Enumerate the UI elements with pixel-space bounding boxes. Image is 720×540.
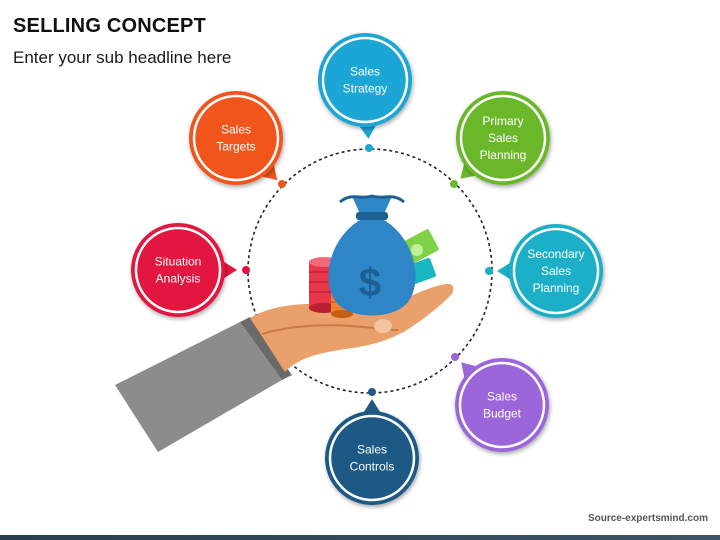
connector-dot [242, 266, 250, 274]
node-inner-ring [192, 94, 280, 182]
node-label-line: Targets [216, 140, 255, 154]
node-inner-ring [321, 36, 409, 124]
node-label-line: Strategy [343, 82, 388, 96]
connector-dot [365, 144, 373, 152]
connector-dot [278, 180, 286, 188]
connector-dot [451, 353, 459, 361]
source-watermark: Source-expertsmind.com [587, 513, 708, 524]
node-label-line: Sales [221, 123, 251, 137]
node-label-line: Primary [482, 114, 523, 128]
sleeve-shape [115, 322, 282, 452]
page-subtitle: Enter your sub headline here [13, 48, 232, 67]
node-label-line: Budget [483, 407, 522, 421]
connector-dot [450, 180, 458, 188]
node-label-line: Situation [155, 255, 202, 269]
page-title: SELLING CONCEPT [13, 15, 207, 37]
node-label-line: Sales [541, 264, 571, 278]
node-label-line: Analysis [156, 272, 201, 286]
node-inner-ring [328, 414, 416, 502]
node-circle [131, 223, 225, 317]
node-label-line: Controls [350, 460, 395, 474]
node-inner-ring [458, 361, 546, 449]
node-inner-ring [512, 227, 600, 315]
node-inner-ring [134, 226, 222, 314]
thumb-nail [374, 319, 392, 333]
node-label-line: Planning [533, 281, 580, 295]
sleeve-cuff [240, 317, 292, 380]
node-pointer [497, 261, 513, 281]
money-bag-in-hand-icon: $ [115, 194, 454, 452]
node-label-line: Sales [350, 65, 380, 79]
node-pointer [362, 399, 382, 415]
node-circle [325, 411, 419, 505]
node-label-line: Sales [357, 443, 387, 457]
node-inner-ring [459, 94, 547, 182]
node-label-line: Sales [487, 390, 517, 404]
connector-dot [485, 267, 493, 275]
node-circle [189, 91, 283, 185]
node-circle [455, 358, 549, 452]
node-circle [509, 224, 603, 318]
node-label-line: Sales [488, 131, 518, 145]
node-circle [318, 33, 412, 127]
node-pointer [221, 260, 237, 280]
node-label-line: Secondary [527, 247, 584, 261]
node-label-line: Planning [480, 148, 527, 162]
connector-dot [368, 388, 376, 396]
bottom-bar [0, 535, 720, 540]
dollar-symbol: $ [359, 261, 381, 305]
money-bag-icon: $ [328, 194, 416, 316]
node-circle [456, 91, 550, 185]
concept-nodes: SalesStrategyPrimarySalesPlanningSeconda… [131, 33, 603, 505]
